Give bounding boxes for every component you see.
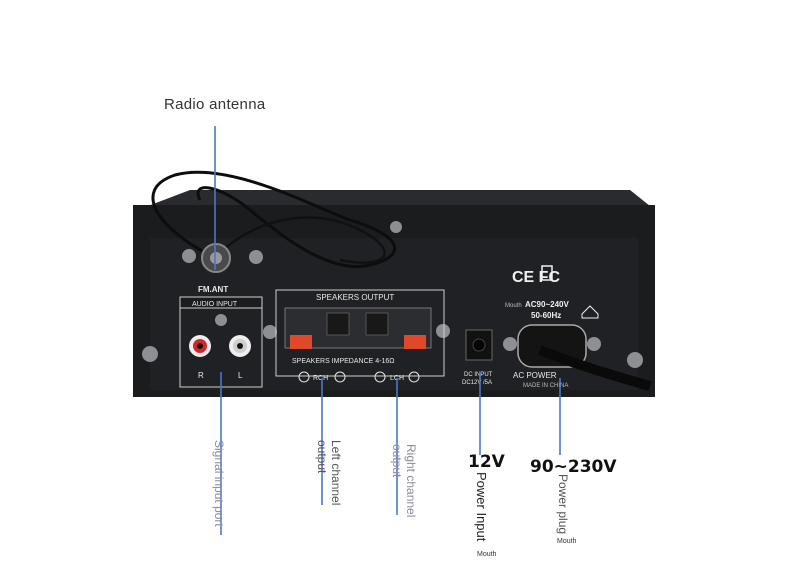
- input-l-label: L: [238, 371, 243, 380]
- mouth-callout-1: Mouth: [477, 551, 497, 558]
- speakers-output-box: [275, 289, 445, 377]
- screw-2: [249, 250, 263, 264]
- screw-6: [263, 325, 277, 339]
- terminal-red-1: [290, 335, 312, 349]
- radio-antenna-callout: Radio antenna: [164, 96, 266, 113]
- signal-input-callout: Signal input port: [212, 440, 226, 527]
- ac-voltage-callout: 90~230V: [530, 457, 617, 477]
- cert-marks: CE FC: [512, 269, 560, 286]
- screw-9: [587, 337, 601, 351]
- audio-input-label: AUDIO INPUT: [192, 301, 238, 308]
- rch-label: RCH: [313, 375, 328, 382]
- power-cord: [538, 345, 652, 391]
- speakers-output-label: SPEAKERS OUTPUT: [316, 293, 394, 302]
- made-in-label: MADE IN CHINA: [523, 383, 568, 389]
- leader-lines: [214, 126, 561, 535]
- dc-input-hole: [472, 338, 486, 352]
- mouth-callout-2: Mouth: [557, 538, 577, 545]
- screw-8: [503, 337, 517, 351]
- plus-icon-2: [408, 371, 420, 383]
- ac-rating-1: AC90~240V: [525, 300, 569, 309]
- terminal-black-1: [326, 312, 350, 336]
- audio-input-header: [179, 296, 263, 309]
- rca-white-pin: [237, 343, 243, 349]
- terminal-red-2: [404, 335, 426, 349]
- input-r-label: R: [198, 371, 204, 380]
- ac-rating-2: 50-60Hz: [531, 311, 561, 320]
- home-icon: [581, 305, 599, 319]
- screw-4: [215, 314, 227, 326]
- antenna-cable-loop: [214, 216, 386, 264]
- right-channel-callout: Right channel output: [390, 444, 418, 518]
- ac-power-label: AC POWER: [513, 371, 557, 380]
- rca-red-pin: [197, 343, 203, 349]
- power-input-callout: Power Input: [474, 472, 489, 542]
- fm-ant-core: [210, 252, 222, 264]
- left-channel-callout: Left channel output: [315, 440, 343, 506]
- weee-bin-icon: [541, 265, 553, 281]
- plus-icon: [298, 371, 310, 383]
- screw-1: [182, 249, 196, 263]
- terminal-black-2: [365, 312, 389, 336]
- screw-5: [142, 346, 158, 362]
- mouth-small-label: Mouth: [505, 303, 522, 309]
- minus-icon: [334, 371, 346, 383]
- antenna-cable: [151, 170, 396, 268]
- speakers-impedance-label: SPEAKERS IMPEDANCE 4-16Ω: [292, 358, 395, 365]
- dc-input-label-1: DC INPUT: [464, 372, 493, 378]
- screw-7: [436, 324, 450, 338]
- minus-icon-2: [374, 371, 386, 383]
- dc-input-label-2: DC12V /5A: [462, 380, 492, 386]
- dc-voltage-callout: 12V: [468, 452, 505, 472]
- screw-3: [390, 221, 402, 233]
- power-plug-callout: Power plug: [556, 474, 570, 535]
- screw-10: [627, 352, 643, 368]
- fm-ant-label: FM.ANT: [198, 285, 228, 294]
